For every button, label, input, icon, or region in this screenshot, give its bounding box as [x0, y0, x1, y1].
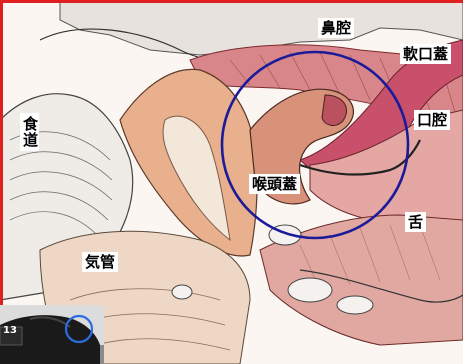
label-tongue: 舌	[405, 212, 426, 232]
label-oral-cavity: 口腔	[414, 110, 450, 130]
label-soft-palate: 軟口蓋	[400, 44, 451, 64]
label-trachea: 気管	[82, 252, 118, 272]
horse-photo-inset: 13	[0, 305, 104, 364]
label-nasal-cavity: 鼻腔	[318, 18, 354, 38]
label-esophagus: 食道	[20, 113, 39, 151]
label-epiglottis: 喉頭蓋	[249, 174, 300, 194]
jockey-number: 13	[3, 325, 17, 336]
